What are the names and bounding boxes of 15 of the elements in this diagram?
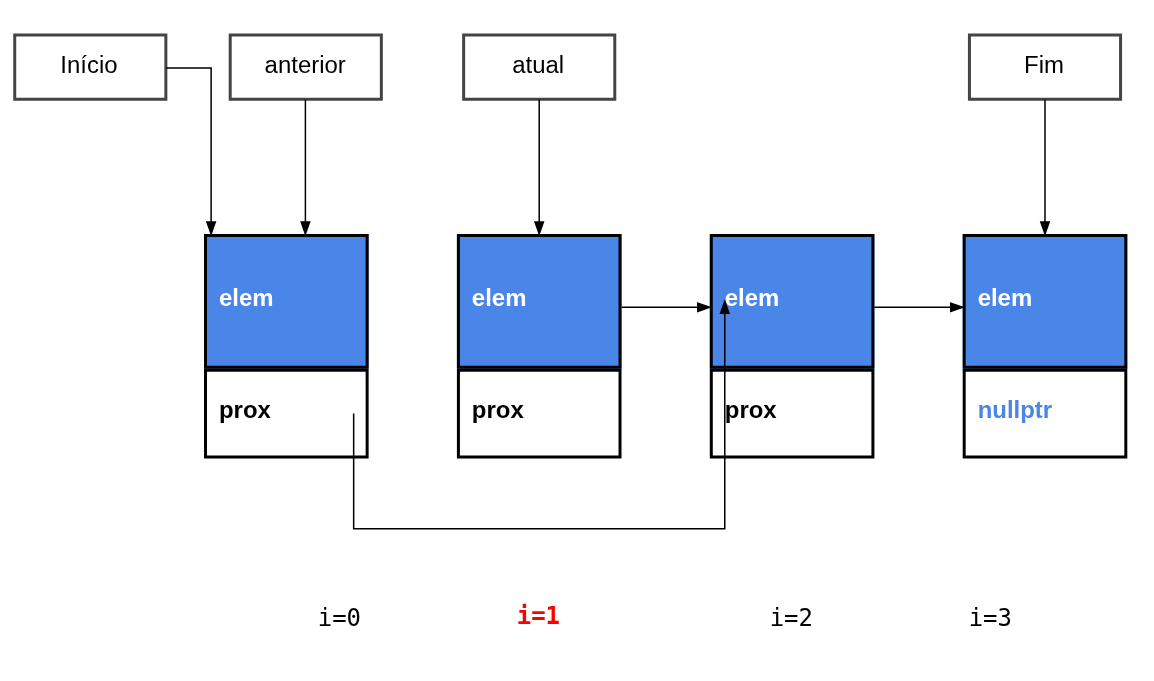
arrow — [873, 301, 965, 313]
arrow — [1039, 98, 1051, 236]
arrow — [620, 301, 713, 313]
label: i=1 — [516, 601, 561, 630]
arrow — [352, 298, 730, 530]
node-box: atual — [462, 33, 617, 101]
label: i=0 — [317, 603, 361, 632]
label: i=3 — [968, 603, 1012, 632]
arrow — [300, 98, 311, 236]
node-box: Fim — [967, 33, 1123, 101]
node-box: anterior — [228, 33, 383, 101]
arrow — [533, 98, 545, 236]
arrow — [165, 66, 217, 236]
node-box: Início — [13, 33, 168, 101]
label: i=2 — [769, 603, 813, 632]
